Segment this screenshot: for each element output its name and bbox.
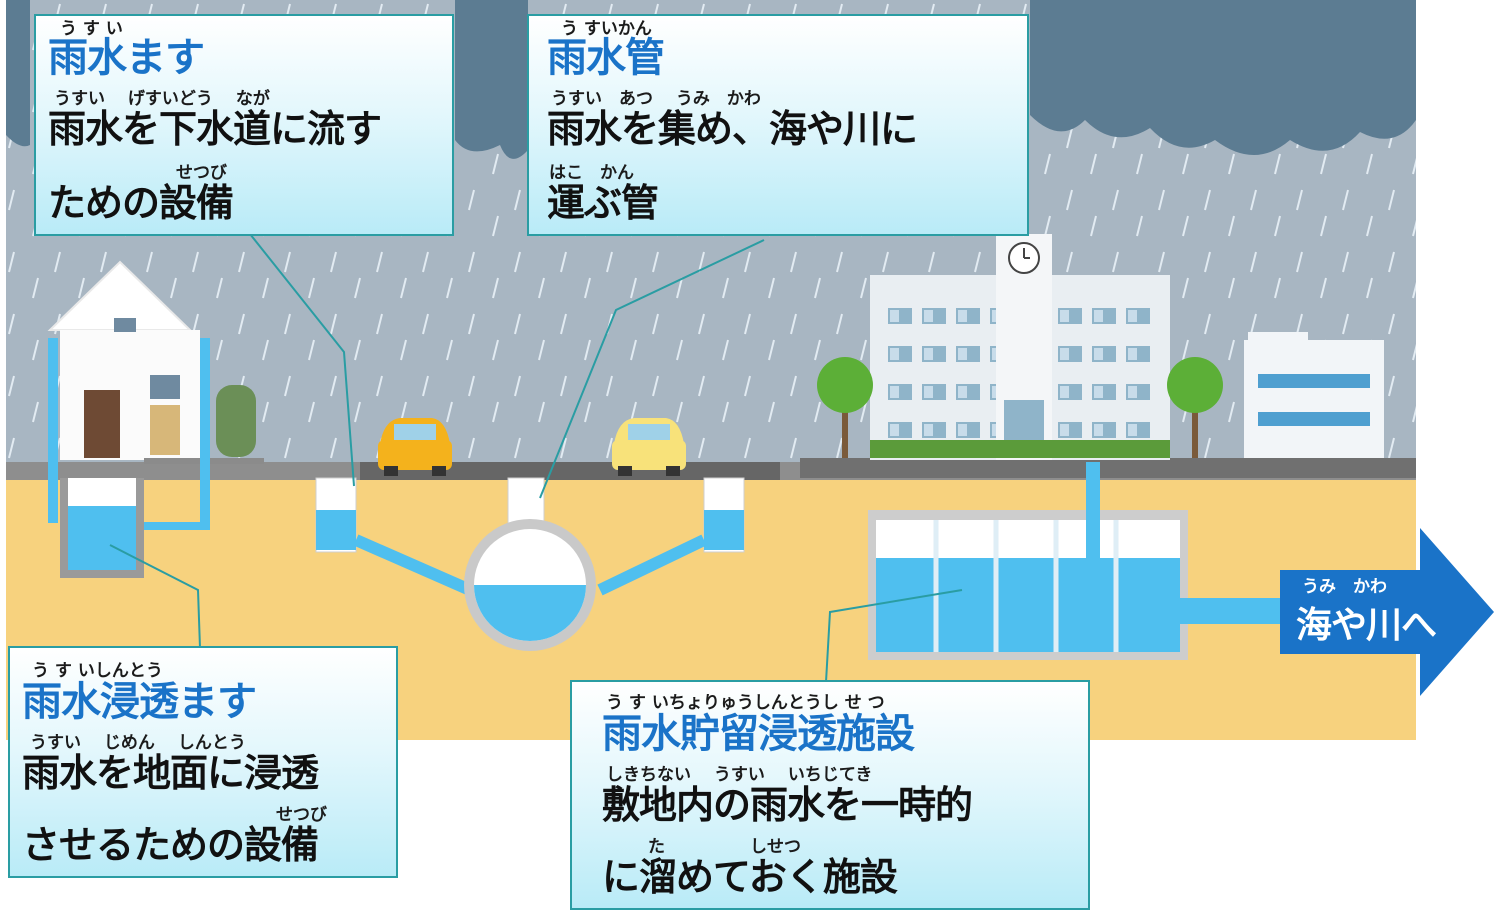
car-2	[612, 418, 686, 476]
rain-inlet-2	[703, 477, 745, 553]
infiltration-title-ruby: う す いしんとう	[32, 661, 163, 681]
rain-inlet-title: 雨水ます	[48, 35, 205, 81]
rain-inlet-desc-line-2: ための設備	[48, 181, 234, 225]
rain-tank	[216, 385, 256, 457]
storage-title: 雨水貯留浸透施設	[602, 711, 915, 757]
rain-inlet-desc-ruby-1: うすい げすいどう なが	[54, 89, 270, 109]
rain-pipe-desc-ruby-2: はこ かん	[549, 163, 634, 183]
rain-inlet-desc-line-1: 雨水を下水道に流す	[48, 107, 382, 151]
callout-rain-inlet: う す い 雨水ます うすい げすいどう なが 雨水を下水道に流す せつび ため…	[34, 14, 454, 236]
callout-storage-facility: う す いちょりゅうしんとうし せ つ 雨水貯留浸透施設 しきちない うすい い…	[570, 680, 1090, 910]
rain-pipe-desc-line-2: 運ぶ管	[547, 181, 659, 225]
main-pipe-drawing	[464, 477, 596, 651]
trees	[817, 357, 1223, 458]
callout-rain-pipe: う すいかん 雨水管 うすい あつ うみ かわ 雨水を集め、海や川に はこ かん…	[527, 14, 1029, 236]
storage-desc-ruby-2: た しせつ	[648, 837, 801, 857]
rain-inlet-1	[315, 477, 357, 553]
pipe-right	[597, 534, 707, 596]
rain-inlet-desc-ruby-2: せつび	[176, 163, 227, 183]
rain-inlet-title-ruby: う す い	[60, 19, 123, 39]
rain-pipe-desc-ruby-1: うすい あつ うみ かわ	[551, 89, 761, 109]
storage-desc-ruby-1: しきちない うすい いちじてき	[606, 765, 873, 785]
storage-desc-line-1: 敷地内の雨水を一時的	[602, 783, 973, 827]
infiltration-desc-ruby-1: うすい じめん しんとう	[30, 733, 246, 753]
rain-pipe-desc-line-1: 雨水を集め、海や川に	[547, 107, 918, 151]
callout-infiltration-inlet: う す いしんとう 雨水浸透ます うすい じめん しんとう 雨水を地面に浸透 せ…	[8, 646, 398, 878]
infiltration-title: 雨水浸透ます	[22, 679, 257, 725]
car-1	[378, 418, 452, 476]
infiltration-desc-line-1: 雨水を地面に浸透	[22, 751, 319, 795]
pipe-left	[353, 534, 473, 596]
school-building	[870, 234, 1170, 460]
storage-title-ruby: う す いちょりゅうしんとうし せ つ	[606, 693, 885, 713]
infiltration-desc-line-2: させるための設備	[22, 823, 319, 867]
storage-facility-drawing	[868, 462, 1280, 660]
infiltration-desc-ruby-2: せつび	[276, 805, 327, 825]
small-building	[1244, 332, 1384, 458]
rain-pipe-title: 雨水管	[547, 35, 665, 81]
infiltration-inlet-drawing	[60, 478, 144, 578]
to-sea-river-ruby: うみ かわ	[1302, 577, 1387, 597]
storm-clouds	[6, 0, 1416, 159]
to-sea-river-label: 海や川へ	[1296, 605, 1437, 646]
rain-pipe-title-ruby: う すいかん	[561, 19, 652, 39]
to-sea-river-arrow-shape	[1280, 528, 1494, 696]
storage-desc-line-2: に溜めておく施設	[602, 855, 898, 899]
leader-lines	[109, 233, 963, 683]
